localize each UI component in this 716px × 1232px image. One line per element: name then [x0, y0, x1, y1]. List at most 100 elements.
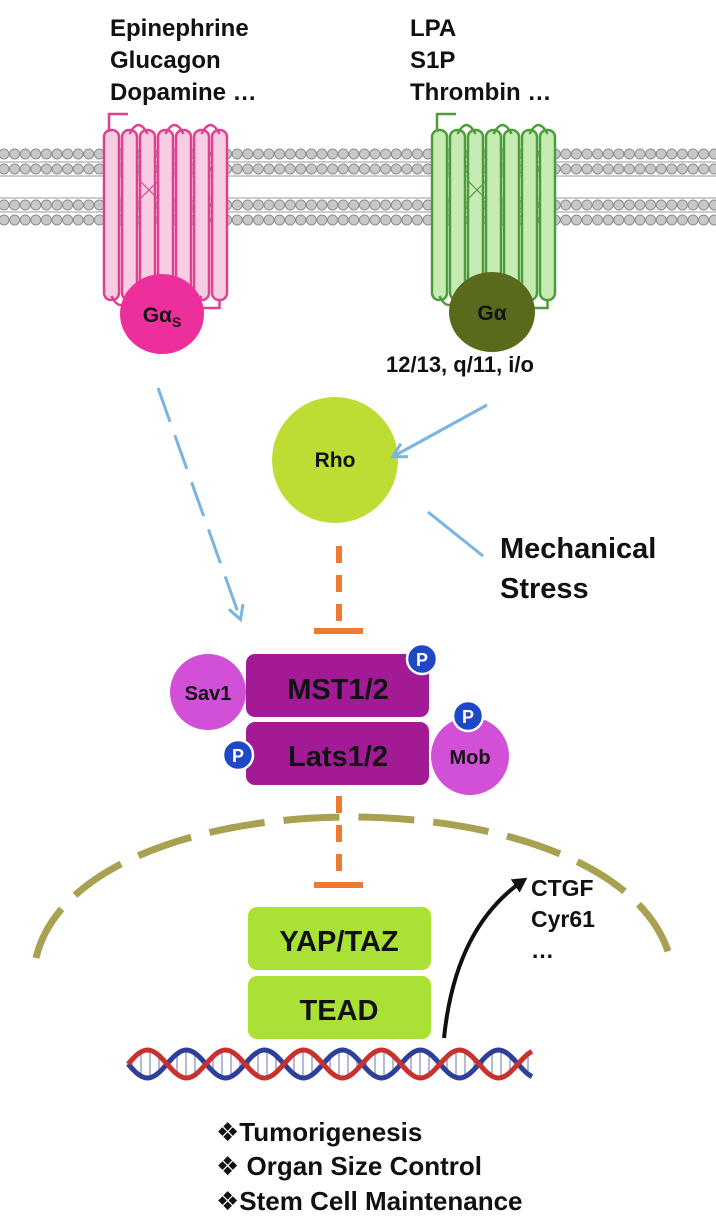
- lipid-head: [592, 214, 604, 226]
- lipid-head: [348, 199, 360, 211]
- target-gene-ellipsis: …: [531, 937, 554, 963]
- phospho-mst: P: [405, 642, 439, 676]
- lipid-head: [274, 199, 286, 211]
- transmembrane-helix: [120, 128, 139, 302]
- activation-arrow-galphas-to-mst: [156, 387, 240, 618]
- lipid-head: [570, 214, 582, 226]
- lipid-head: [666, 148, 678, 160]
- lipid-head: [72, 199, 84, 211]
- lipid-head: [316, 163, 328, 175]
- lipid-head: [401, 214, 413, 226]
- lipid-head: [581, 199, 593, 211]
- lipid-head: [19, 214, 31, 226]
- receptor-loop: [164, 123, 185, 135]
- lipid-head: [401, 199, 413, 211]
- receptor-helix-detail: [138, 179, 160, 201]
- lipid-head: [327, 199, 339, 211]
- phospho-mob: P: [451, 699, 485, 733]
- lipid-head: [274, 214, 286, 226]
- transmembrane-helix: [138, 128, 157, 302]
- lipid-head: [655, 214, 667, 226]
- lipid-head: [348, 214, 360, 226]
- lipid-head: [252, 199, 264, 211]
- phospho-mst-label: P: [416, 650, 428, 670]
- lipid-head: [560, 163, 572, 175]
- outcome-stem-cell-maintenance: ❖Stem Cell Maintenance: [216, 1186, 523, 1216]
- phospho-lats: P: [221, 738, 255, 772]
- lipid-head: [316, 148, 328, 160]
- lipid-head: [390, 148, 402, 160]
- lipid-head: [72, 163, 84, 175]
- mob-circle: [431, 717, 509, 795]
- lipid-head: [83, 163, 95, 175]
- lipid-head: [602, 214, 614, 226]
- lipid-head: [231, 214, 243, 226]
- g-alpha-s-label: GαS: [143, 304, 182, 330]
- tead-label: TEAD: [300, 995, 379, 1027]
- lipid-head: [613, 214, 625, 226]
- lipid-head: [263, 214, 275, 226]
- lipid-head: [337, 148, 349, 160]
- yap-taz: YAP/TAZ: [248, 907, 431, 970]
- lipid-head: [51, 214, 63, 226]
- lipid-head: [634, 199, 646, 211]
- lipid-head: [62, 199, 74, 211]
- lipid-head: [62, 214, 74, 226]
- lipid-head: [592, 163, 604, 175]
- ligand-thrombin: Thrombin …: [410, 79, 551, 106]
- lipid-head: [390, 163, 402, 175]
- lipid-head: [623, 199, 635, 211]
- g-alpha-subtypes: 12/13, q/11, i/o: [386, 352, 534, 377]
- ligand-glucagon: Glucagon: [110, 47, 221, 74]
- lipid-head: [687, 163, 699, 175]
- lipid-head: [242, 199, 254, 211]
- lipid-head: [305, 199, 317, 211]
- lipid-head: [83, 148, 95, 160]
- lipid-head: [72, 214, 84, 226]
- lipid-head: [284, 214, 296, 226]
- lipid-head: [337, 214, 349, 226]
- lipid-head: [295, 163, 307, 175]
- lipid-head: [676, 148, 688, 160]
- dna-strand-blue: [126, 1047, 534, 1081]
- yap-taz-box: [248, 907, 431, 970]
- g-alpha-s: GαS: [120, 274, 204, 354]
- lipid-head: [645, 148, 657, 160]
- rho-label: Rho: [315, 449, 356, 472]
- transmembrane-helix: [174, 128, 193, 302]
- mst-label: MST1/2: [287, 674, 389, 706]
- lipid-head: [698, 214, 710, 226]
- receptor-loop: [128, 123, 149, 135]
- lipid-head: [411, 214, 423, 226]
- lipid-head: [62, 163, 74, 175]
- lipid-head: [655, 163, 667, 175]
- receptor-loop: [528, 123, 549, 135]
- lipid-head: [40, 199, 52, 211]
- mst-box: [246, 654, 429, 717]
- lipid-head: [348, 163, 360, 175]
- activation-arrow-galpha-to-rho: [394, 403, 488, 456]
- lipid-head: [242, 163, 254, 175]
- gpcr-receptor-left: [102, 112, 229, 310]
- lipid-head: [348, 148, 360, 160]
- transmembrane-helix: [102, 128, 121, 302]
- lipid-head: [263, 148, 275, 160]
- lipid-head: [9, 163, 21, 175]
- mechanical-stress-line: [427, 510, 484, 558]
- ligand-epinephrine: Epinephrine: [110, 15, 249, 42]
- lipid-head: [252, 214, 264, 226]
- lipid-head: [231, 148, 243, 160]
- dna-helix: [126, 1047, 534, 1081]
- lipid-head: [51, 148, 63, 160]
- transmembrane-helix: [520, 128, 539, 302]
- lipid-head: [645, 163, 657, 175]
- lipid-head: [305, 148, 317, 160]
- lipid-head: [570, 148, 582, 160]
- lipid-head: [645, 199, 657, 211]
- target-gene-ctgf: CTGF: [531, 875, 594, 901]
- lipid-head: [708, 214, 716, 226]
- lipid-head: [570, 163, 582, 175]
- sav1-circle: [170, 654, 246, 730]
- receptor-loop: [456, 123, 477, 135]
- lipid-head: [634, 163, 646, 175]
